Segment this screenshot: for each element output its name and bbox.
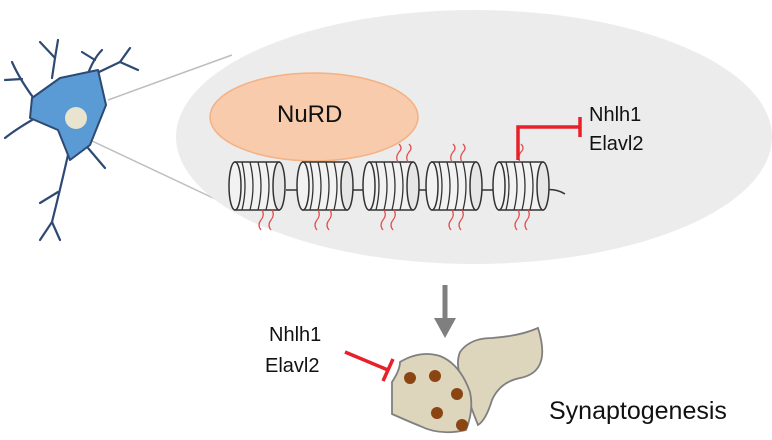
zoom-connector-lines xyxy=(89,54,233,206)
nucleosome-icon xyxy=(228,161,286,211)
gene-label-bottom-1: Nhlh1 xyxy=(269,324,322,346)
nucleosome-icon xyxy=(362,161,420,211)
nurd-complex xyxy=(209,72,419,162)
inhibition-bar-icon xyxy=(344,350,395,382)
nucleosome-icon xyxy=(492,161,550,211)
nucleosome-icon xyxy=(425,161,483,211)
neuron-icon xyxy=(3,38,140,242)
synapse-icon xyxy=(391,326,544,434)
nucleosome-icon xyxy=(296,161,354,211)
histone-marks xyxy=(258,143,530,231)
nurd-label: NuRD xyxy=(277,101,343,128)
inhibition-bar-icon xyxy=(516,117,582,160)
gene-label-bottom-2: Elavl2 xyxy=(265,355,320,377)
synaptogenesis-label: Synaptogenesis xyxy=(549,397,727,425)
gene-label-top-2: Elavl2 xyxy=(589,133,644,155)
synaptic-vesicles xyxy=(404,370,468,431)
down-arrow-icon xyxy=(434,285,456,338)
nucleosome-row xyxy=(228,161,550,211)
gene-label-top-1: Nhlh1 xyxy=(589,104,642,126)
